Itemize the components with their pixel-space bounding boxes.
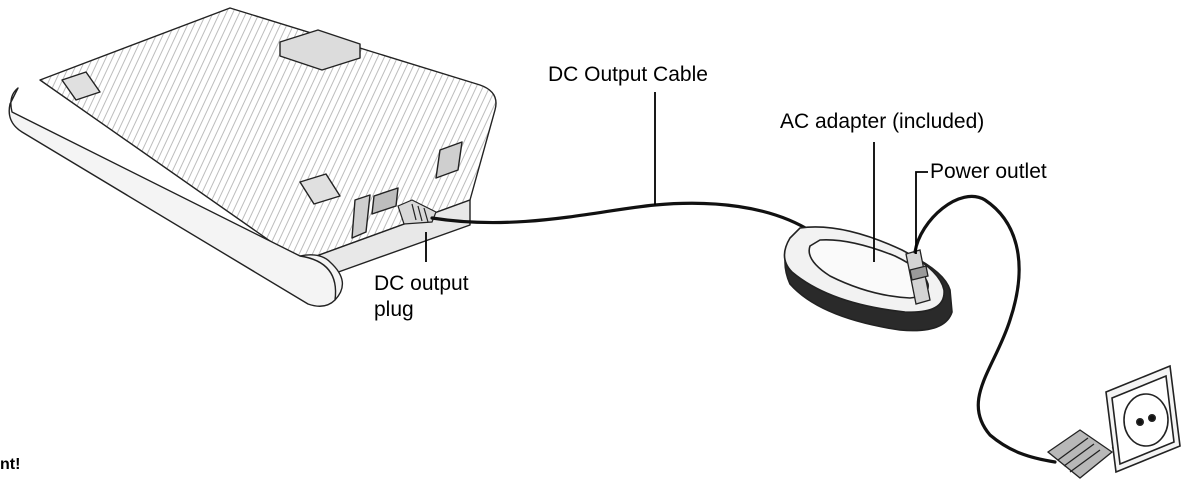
laptop-illustration	[8, 7, 497, 307]
label-dc-output-plug-line1: DC output	[374, 272, 469, 295]
wall-plug	[1046, 429, 1127, 479]
label-dc-output-cable: DC Output Cable	[548, 63, 708, 86]
leader-lines	[425, 92, 928, 262]
ac-adapter-illustration	[783, 226, 953, 332]
note-fragment: nt!	[0, 456, 21, 473]
leader-power-outlet	[915, 171, 928, 254]
laptop-latch	[279, 29, 361, 71]
power-cable	[913, 194, 1057, 464]
laptop-hinge-right	[299, 173, 341, 205]
label-power-outlet: Power outlet	[930, 160, 1047, 183]
dc-output-cable	[430, 201, 814, 234]
laptop-front-bumper	[8, 87, 343, 307]
label-dc-output-plug-line2: plug	[374, 298, 414, 321]
laptop-hinge-left	[61, 71, 101, 101]
label-ac-adapter: AC adapter (included)	[780, 110, 985, 133]
wall-outlet	[1105, 364, 1181, 474]
